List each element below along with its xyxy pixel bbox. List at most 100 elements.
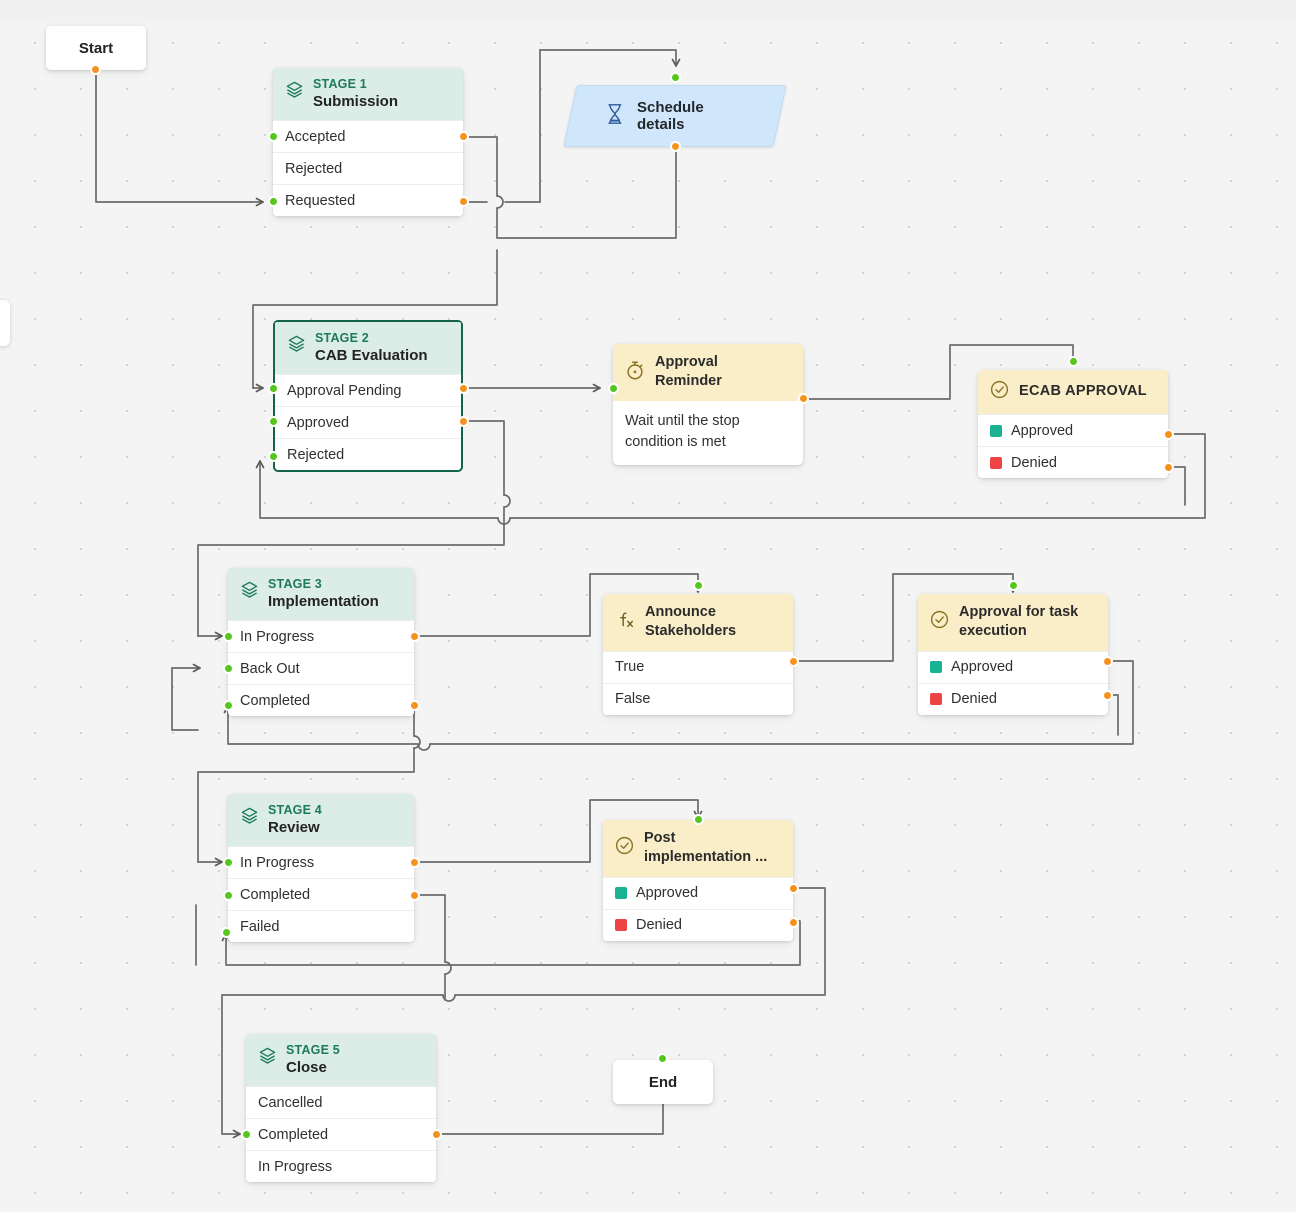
approval-task-approved-output-port[interactable] — [1102, 656, 1113, 667]
announce-true-output-port[interactable] — [788, 656, 799, 667]
stage4-failed-input-port[interactable] — [221, 927, 232, 938]
approval-task-execution-input-port[interactable] — [1008, 580, 1019, 591]
stage1-accepted-input-port[interactable] — [268, 131, 279, 142]
schedule-details-input-port[interactable] — [670, 72, 681, 83]
layers-icon — [287, 334, 306, 358]
stage5-row-in-progress[interactable]: In Progress — [246, 1150, 436, 1183]
stage2-rejected-input-port[interactable] — [268, 451, 279, 462]
title-line-2: Stakeholders — [645, 623, 737, 640]
stage1-kicker: STAGE 1 — [313, 77, 367, 91]
end-input-port[interactable] — [657, 1053, 668, 1064]
stage2-row-approved[interactable]: Approved — [275, 406, 461, 439]
ecab-approval-input-port[interactable] — [1068, 356, 1079, 367]
stage-node-stage1[interactable]: STAGE 1 Submission Accepted Rejected Req… — [273, 68, 463, 217]
stage1-accepted-output-port[interactable] — [458, 131, 469, 142]
stage2-approval-pending-output-port[interactable] — [458, 383, 469, 394]
row-label: In Progress — [240, 854, 315, 871]
stage1-requested-input-port[interactable] — [268, 196, 279, 207]
stage4-row-in-progress[interactable]: In Progress — [228, 846, 414, 879]
stage-node-stage2[interactable]: STAGE 2 CAB Evaluation Approval Pending … — [273, 320, 463, 473]
title-line-1: Announce — [645, 604, 716, 620]
stage2-approval-pending-input-port[interactable] — [268, 383, 279, 394]
announce-stakeholders-node[interactable]: Announce Stakeholders True False — [603, 594, 793, 715]
announce-stakeholders-input-port[interactable] — [693, 580, 704, 591]
approved-swatch-icon — [615, 887, 627, 900]
title-line-2: Reminder — [655, 373, 722, 390]
stage3-completed-output-port[interactable] — [409, 700, 420, 711]
stage4-in-progress-input-port[interactable] — [223, 857, 234, 868]
row-label: Failed — [240, 918, 280, 935]
ecab-row-denied[interactable]: Denied — [978, 446, 1168, 478]
end-node[interactable]: End — [613, 1060, 713, 1104]
post-implementation-input-port[interactable] — [693, 814, 704, 825]
announce-row-true[interactable]: True — [603, 650, 793, 683]
post-implementation-node[interactable]: Post implementation ... Approved Denied — [603, 820, 793, 941]
stage3-row-completed[interactable]: Completed — [228, 684, 414, 717]
stage2-row-rejected[interactable]: Rejected — [275, 438, 461, 471]
stage-node-stage4[interactable]: STAGE 4 Review In Progress Completed Fai… — [228, 794, 414, 943]
stage4-completed-output-port[interactable] — [409, 890, 420, 901]
stage4-row-failed[interactable]: Failed — [228, 910, 414, 943]
stage5-completed-output-port[interactable] — [431, 1129, 442, 1140]
approval-task-execution-node[interactable]: Approval for task execution Approved Den… — [918, 594, 1108, 715]
post-impl-denied-output-port[interactable] — [788, 917, 799, 928]
stage-node-stage5[interactable]: STAGE 5 Close Cancelled Completed In Pro… — [246, 1034, 436, 1183]
function-fx-icon — [614, 609, 636, 636]
ecab-row-approved[interactable]: Approved — [978, 414, 1168, 446]
ecab-approved-output-port[interactable] — [1163, 429, 1174, 440]
post-impl-approved-output-port[interactable] — [788, 883, 799, 894]
stage2-approved-input-port[interactable] — [268, 416, 279, 427]
stage3-completed-input-port[interactable] — [223, 700, 234, 711]
stage3-in-progress-output-port[interactable] — [409, 631, 420, 642]
start-label: Start — [78, 39, 114, 57]
stage4-row-completed[interactable]: Completed — [228, 878, 414, 911]
stage3-row-in-progress[interactable]: In Progress — [228, 620, 414, 653]
stage-node-stage3[interactable]: STAGE 3 Implementation In Progress Back … — [228, 568, 414, 717]
layers-icon — [285, 80, 304, 104]
stage4-completed-input-port[interactable] — [223, 890, 234, 901]
approved-swatch-icon — [930, 661, 942, 674]
ecab-denied-output-port[interactable] — [1163, 462, 1174, 473]
stage5-row-cancelled[interactable]: Cancelled — [246, 1086, 436, 1119]
stage3-kicker: STAGE 3 — [268, 577, 322, 591]
start-output-port[interactable] — [90, 64, 101, 75]
stage3-back-out-input-port[interactable] — [223, 663, 234, 674]
schedule-details-output-port[interactable] — [670, 141, 681, 152]
approval-reminder-output-port[interactable] — [798, 393, 809, 404]
schedule-details-node[interactable]: Schedule details — [563, 85, 787, 147]
stage5-row-completed[interactable]: Completed — [246, 1118, 436, 1151]
announce-stakeholders-title: Announce Stakeholders — [645, 603, 736, 642]
stage2-approved-output-port[interactable] — [458, 416, 469, 427]
post-impl-row-approved[interactable]: Approved — [603, 876, 793, 909]
stage3-row-back-out[interactable]: Back Out — [228, 652, 414, 685]
stage1-row-accepted[interactable]: Accepted — [273, 120, 463, 153]
approval-task-denied-output-port[interactable] — [1102, 690, 1113, 701]
row-label: Approval Pending — [287, 382, 402, 399]
title-line-2: execution — [959, 623, 1027, 640]
approval-reminder-input-port[interactable] — [608, 383, 619, 394]
announce-row-false[interactable]: False — [603, 682, 793, 715]
row-label: Accepted — [285, 128, 346, 145]
canvas-top-ruler — [0, 0, 1296, 22]
post-impl-row-denied[interactable]: Denied — [603, 908, 793, 941]
check-circle-icon — [929, 609, 950, 635]
stage3-in-progress-input-port[interactable] — [223, 631, 234, 642]
stage1-requested-output-port[interactable] — [458, 196, 469, 207]
stage3-title: Implementation — [268, 592, 379, 610]
stage4-in-progress-output-port[interactable] — [409, 857, 420, 868]
start-node[interactable]: Start — [46, 26, 146, 70]
left-collapsed-panel[interactable] — [0, 300, 10, 346]
approval-task-row-approved[interactable]: Approved — [918, 650, 1108, 683]
check-circle-icon — [989, 379, 1010, 405]
stage1-row-requested[interactable]: Requested — [273, 184, 463, 217]
stage5-header: STAGE 5 Close — [246, 1034, 436, 1087]
stage5-completed-input-port[interactable] — [241, 1129, 252, 1140]
approval-reminder-node[interactable]: Approval Reminder Wait until the stop co… — [613, 344, 803, 465]
stage1-row-rejected[interactable]: Rejected — [273, 152, 463, 185]
stage2-row-approval-pending[interactable]: Approval Pending — [275, 374, 461, 407]
stage3-header: STAGE 3 Implementation — [228, 568, 414, 621]
ecab-approval-node[interactable]: ECAB APPROVAL Approved Denied — [978, 370, 1168, 478]
approval-task-row-denied[interactable]: Denied — [918, 682, 1108, 715]
row-label: Denied — [636, 917, 682, 934]
